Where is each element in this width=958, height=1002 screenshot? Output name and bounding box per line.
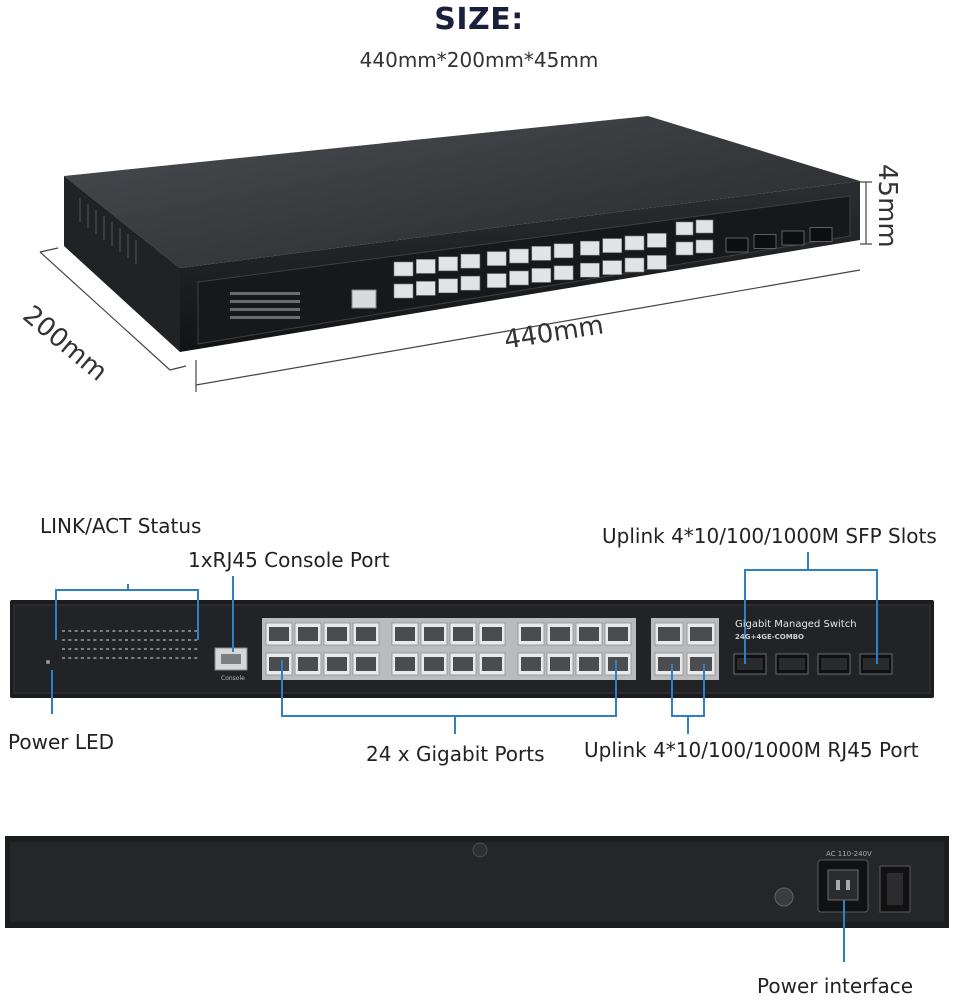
power-led-callout: Power LED bbox=[8, 730, 115, 754]
size-title: SIZE: bbox=[434, 2, 524, 37]
switch-left-side bbox=[64, 176, 180, 352]
switch-3d-view bbox=[64, 116, 860, 352]
power-interface-callout: Power interface bbox=[757, 974, 914, 998]
link-act-callout: LINK/ACT Status bbox=[40, 514, 202, 538]
gigabit-ports-callout: 24 x Gigabit Ports bbox=[366, 742, 545, 766]
uplink-rj45-callout: Uplink 4*10/100/1000M RJ45 Port bbox=[584, 738, 919, 762]
power-led-light bbox=[46, 660, 50, 664]
model-label: 24G+4GE-COMBO bbox=[735, 633, 804, 641]
console-callout: 1xRJ45 Console Port bbox=[188, 548, 390, 572]
3d-port-block bbox=[393, 219, 833, 299]
front-panel bbox=[10, 600, 934, 698]
callout-lines bbox=[51, 552, 878, 734]
link-act-leds bbox=[62, 630, 198, 659]
dimension-lines bbox=[39, 181, 872, 392]
uplink-rj45-ports bbox=[654, 622, 716, 676]
brand-label: Gigabit Managed Switch bbox=[735, 619, 857, 630]
gigabit-ports bbox=[265, 622, 632, 676]
3d-console-port bbox=[351, 289, 377, 309]
console-label: Console bbox=[221, 675, 245, 682]
power-rating-label: AC 110-240V bbox=[826, 850, 872, 858]
uplink-sfp-callout: Uplink 4*10/100/1000M SFP Slots bbox=[602, 524, 937, 548]
size-dimensions: 440mm*200mm*45mm bbox=[359, 48, 599, 72]
rear-panel bbox=[5, 836, 949, 928]
height-dimension-label: 45mm bbox=[872, 164, 902, 248]
switch-top-face bbox=[64, 116, 860, 268]
